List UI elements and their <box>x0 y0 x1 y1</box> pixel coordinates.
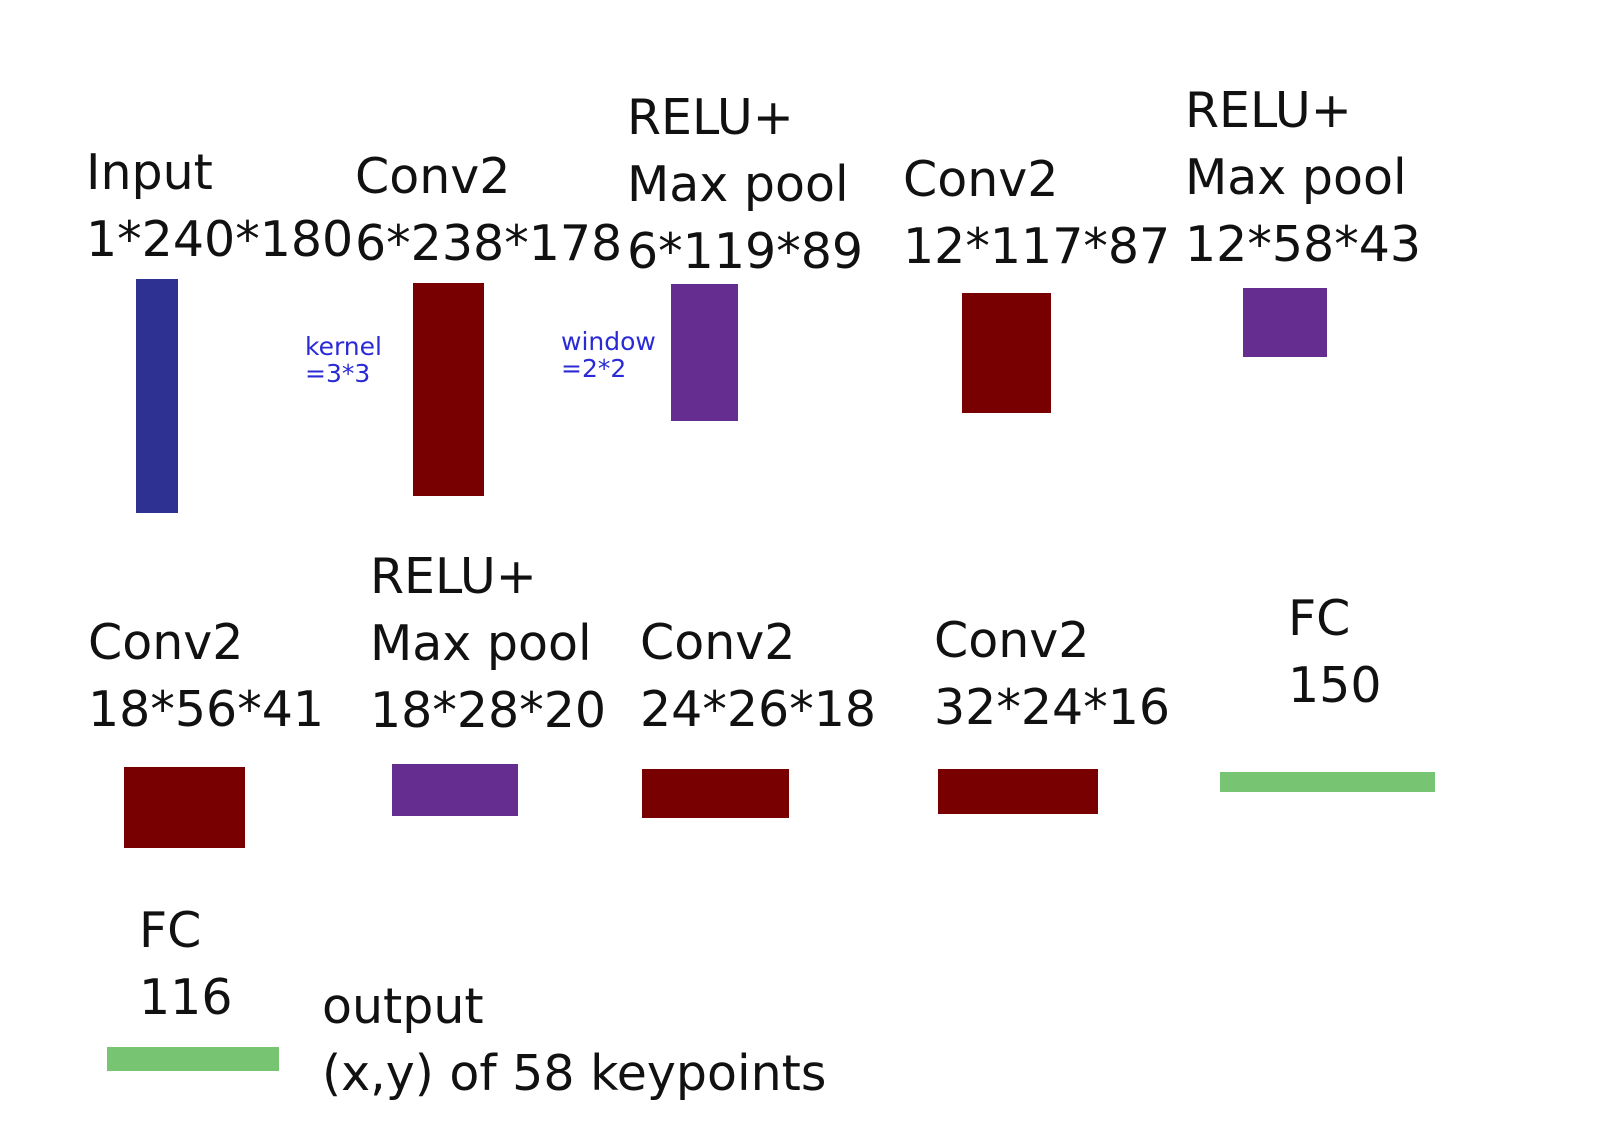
pool1-layer-block <box>671 284 738 421</box>
conv4-layer-block <box>642 769 789 818</box>
fc1-layer-block <box>1220 772 1435 792</box>
pool3-layer-label: RELU+ Max pool 18*28*20 <box>370 543 606 744</box>
pool1-layer-name-line2: Max pool <box>627 156 849 213</box>
fc2-layer-label: FC 116 <box>139 897 233 1031</box>
conv5-layer-dims: 32*24*16 <box>934 679 1171 736</box>
output-label-line1: output <box>322 978 484 1035</box>
conv3-layer-label: Conv2 18*56*41 <box>88 609 324 743</box>
kernel-note-line2: =3*3 <box>305 359 371 388</box>
output-label: output (x,y) of 58 keypoints <box>322 973 826 1107</box>
pool1-layer-dims: 6*119*89 <box>627 223 864 280</box>
fc2-layer-name: FC <box>139 902 202 959</box>
pool3-layer-name-line2: Max pool <box>370 615 592 672</box>
kernel-note: kernel =3*3 <box>305 333 382 387</box>
input-layer-dims: 1*240*180 <box>86 211 354 268</box>
conv2-layer-label: Conv2 12*117*87 <box>903 146 1170 280</box>
fc1-layer-label: FC 150 <box>1288 585 1382 719</box>
pool3-layer-name-line1: RELU+ <box>370 548 537 605</box>
conv5-layer-label: Conv2 32*24*16 <box>934 607 1170 741</box>
pool2-layer-label: RELU+ Max pool 12*58*43 <box>1185 77 1421 278</box>
conv1-layer-block <box>413 283 484 496</box>
conv1-layer-dims: 6*238*178 <box>355 215 623 272</box>
conv3-layer-dims: 18*56*41 <box>88 681 325 738</box>
conv2-layer-block <box>962 293 1051 413</box>
conv2-layer-dims: 12*117*87 <box>903 218 1171 275</box>
conv1-layer-name: Conv2 <box>355 148 511 205</box>
pool2-layer-block <box>1243 288 1327 357</box>
conv4-layer-dims: 24*26*18 <box>640 681 877 738</box>
fc2-layer-block <box>107 1047 279 1071</box>
pool1-layer-name-line1: RELU+ <box>627 89 794 146</box>
conv1-layer-label: Conv2 6*238*178 <box>355 143 622 277</box>
window-note-line1: window <box>561 327 656 356</box>
window-note: window =2*2 <box>561 328 656 382</box>
pool1-layer-label: RELU+ Max pool 6*119*89 <box>627 84 863 285</box>
conv3-layer-name: Conv2 <box>88 614 244 671</box>
pool3-layer-dims: 18*28*20 <box>370 682 607 739</box>
fc1-layer-dims: 150 <box>1288 657 1382 714</box>
conv4-layer-label: Conv2 24*26*18 <box>640 609 876 743</box>
pool3-layer-block <box>392 764 518 816</box>
input-layer-block <box>136 279 178 513</box>
conv4-layer-name: Conv2 <box>640 614 796 671</box>
input-layer-label: Input 1*240*180 <box>86 139 353 273</box>
conv2-layer-name: Conv2 <box>903 151 1059 208</box>
fc1-layer-name: FC <box>1288 590 1351 647</box>
fc2-layer-dims: 116 <box>139 969 233 1026</box>
output-label-line2: (x,y) of 58 keypoints <box>322 1045 827 1102</box>
pool2-layer-name-line1: RELU+ <box>1185 82 1352 139</box>
conv5-layer-name: Conv2 <box>934 612 1090 669</box>
input-layer-name: Input <box>86 144 213 201</box>
pool2-layer-dims: 12*58*43 <box>1185 216 1422 273</box>
pool2-layer-name-line2: Max pool <box>1185 149 1407 206</box>
conv3-layer-block <box>124 767 245 848</box>
window-note-line2: =2*2 <box>561 354 627 383</box>
conv5-layer-block <box>938 769 1098 814</box>
kernel-note-line1: kernel <box>305 332 382 361</box>
